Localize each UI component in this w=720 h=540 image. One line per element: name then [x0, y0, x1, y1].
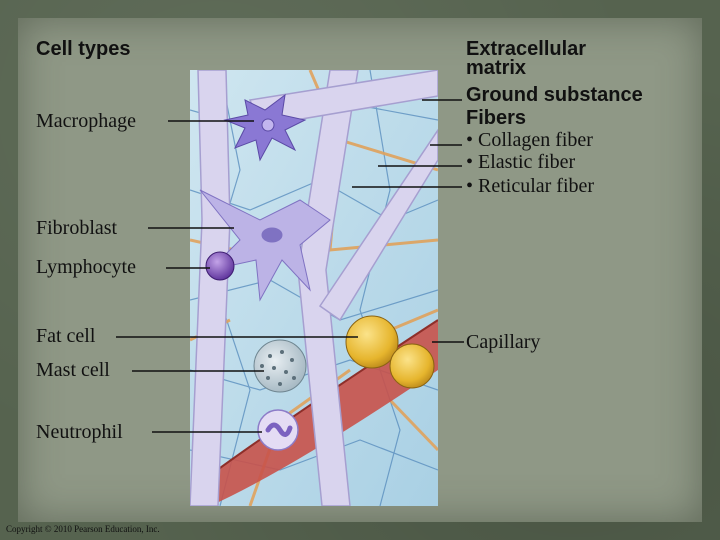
copyright-notice: Copyright © 2010 Pearson Education, Inc.	[6, 524, 160, 534]
neutrophil-label: Neutrophil	[36, 421, 123, 443]
connective-tissue-illustration	[190, 70, 438, 506]
ground-substance-label: Ground substance	[466, 84, 643, 106]
extracellular-matrix-heading-line1: Extracellular	[466, 38, 587, 60]
mast-cell-label: Mast cell	[36, 359, 110, 381]
fat-cell-label: Fat cell	[36, 325, 96, 347]
fibroblast-label: Fibroblast	[36, 217, 118, 239]
fibers-label: Fibers	[466, 107, 527, 129]
cell-types-heading: Cell types	[36, 38, 131, 60]
macrophage-label: Macrophage	[36, 110, 136, 132]
collagen-fiber-label: • Collagen fiber	[466, 129, 593, 151]
capillary-label: Capillary	[466, 331, 541, 353]
extracellular-matrix-heading-line2: matrix	[466, 57, 527, 79]
lymphocyte-label: Lymphocyte	[36, 256, 136, 278]
reticular-fiber-label: • Reticular fiber	[466, 175, 595, 197]
elastic-fiber-label: • Elastic fiber	[466, 151, 576, 173]
